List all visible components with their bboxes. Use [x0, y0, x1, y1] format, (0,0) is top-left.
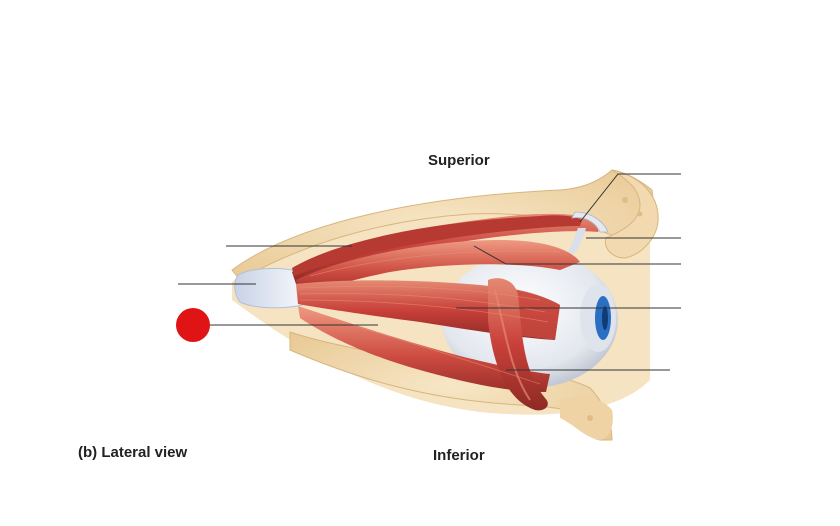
leader-line-upper-right-2 — [473, 245, 681, 265]
red-dot-marker-icon[interactable] — [176, 308, 210, 342]
levator-palpebrae-muscle — [292, 213, 600, 284]
muscle-striations — [299, 250, 561, 385]
superior-label: Superior — [428, 152, 490, 169]
superior-oblique-muscle — [292, 211, 609, 276]
view-caption: (b) Lateral view — [78, 444, 188, 461]
leader-lines — [178, 173, 681, 371]
leader-line-trochlea — [579, 173, 681, 223]
inferior-oblique-muscle — [488, 278, 548, 411]
superior-rectus-muscle — [296, 240, 580, 294]
inferior-label: Inferior — [433, 447, 485, 464]
orbital-roof-bone — [231, 169, 659, 281]
common-tendinous-ring — [234, 267, 303, 309]
